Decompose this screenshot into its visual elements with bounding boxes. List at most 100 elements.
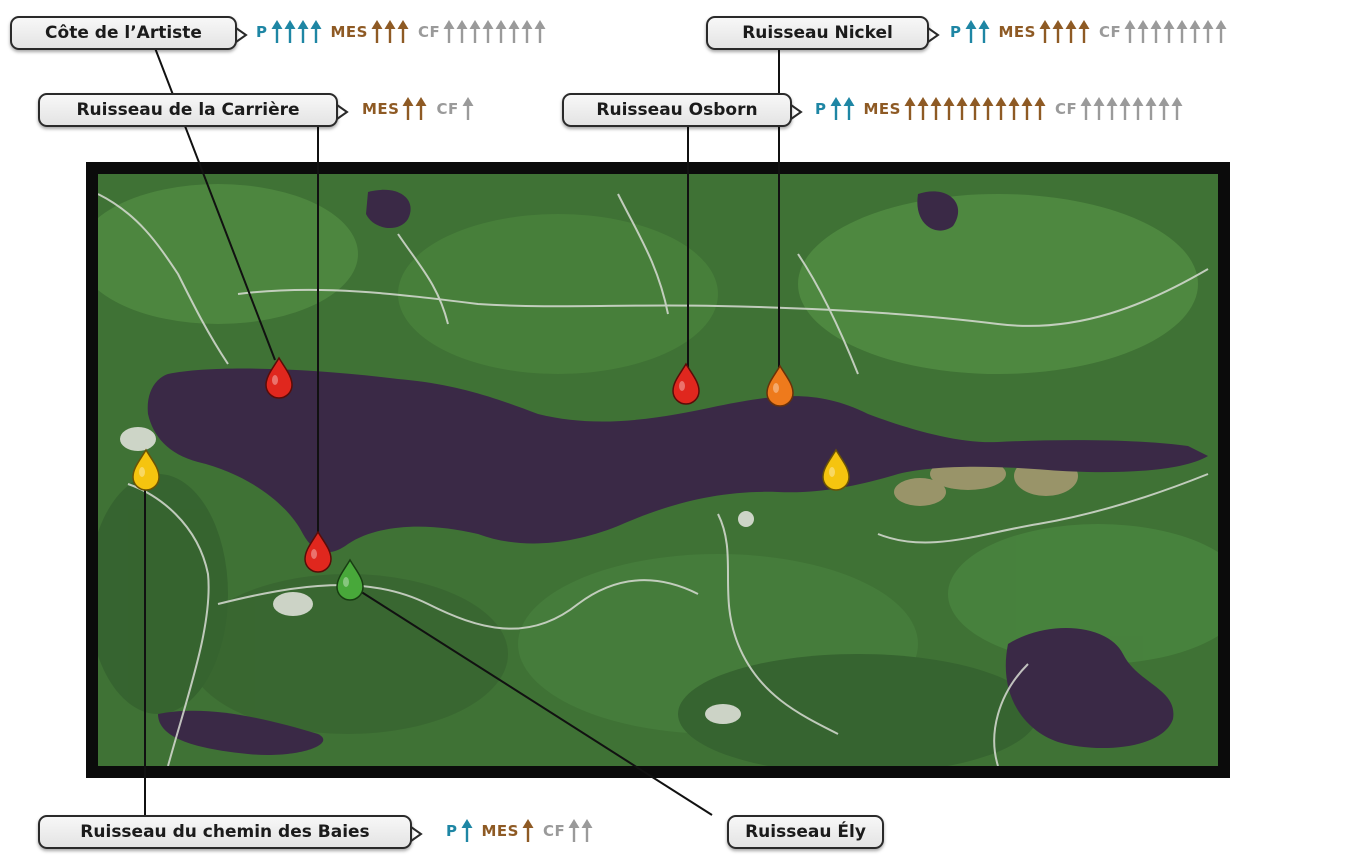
up-arrow-icon bbox=[956, 97, 968, 120]
up-arrow-icon bbox=[1021, 97, 1033, 120]
up-arrow-icon bbox=[1080, 97, 1092, 120]
up-arrow-icon bbox=[830, 97, 841, 120]
callout-tip-icon bbox=[336, 104, 349, 120]
up-arrow-icon bbox=[1215, 20, 1227, 43]
up-arrow-icon bbox=[1145, 97, 1157, 120]
indicator-code-mes: MES bbox=[362, 100, 400, 118]
up-arrow-icon bbox=[965, 20, 976, 43]
up-arrow-icon bbox=[284, 20, 295, 43]
indicator-arrows-mes bbox=[904, 97, 1047, 121]
indicator-arrows-cf bbox=[568, 819, 594, 843]
up-arrow-icon bbox=[843, 97, 854, 120]
up-arrow-icon bbox=[581, 819, 593, 842]
up-arrow-icon bbox=[415, 97, 427, 120]
indicator-arrows-cf bbox=[1124, 20, 1228, 44]
up-arrow-icon bbox=[1093, 97, 1105, 120]
main-lake bbox=[147, 368, 1208, 553]
indicator-arrows-p bbox=[461, 819, 474, 843]
up-arrow-icon bbox=[568, 819, 580, 842]
indicator-code-cf: CF bbox=[1098, 23, 1122, 41]
up-arrow-icon bbox=[508, 20, 520, 43]
up-arrow-icon bbox=[1202, 20, 1214, 43]
up-arrow-icon bbox=[1106, 97, 1118, 120]
up-arrow-icon bbox=[917, 97, 929, 120]
up-arrow-icon bbox=[297, 20, 308, 43]
callout-tip-icon bbox=[927, 27, 940, 43]
indicators-osborn: P MES CF bbox=[815, 94, 1184, 124]
up-arrow-icon bbox=[384, 20, 396, 43]
up-arrow-icon bbox=[1158, 97, 1170, 120]
label-osborn: Ruisseau Osborn bbox=[562, 93, 803, 127]
up-arrow-icon bbox=[969, 97, 981, 120]
indicator-arrows-cf bbox=[1080, 97, 1184, 121]
indicator-code-cf: CF bbox=[542, 822, 566, 840]
indicator-arrows-p bbox=[271, 20, 323, 44]
up-arrow-icon bbox=[371, 20, 383, 43]
up-arrow-icon bbox=[495, 20, 507, 43]
indicator-code-cf: CF bbox=[1054, 100, 1078, 118]
up-arrow-icon bbox=[1132, 97, 1144, 120]
up-arrow-icon bbox=[1150, 20, 1162, 43]
up-arrow-icon bbox=[930, 97, 942, 120]
indicator-code-p: P bbox=[256, 23, 268, 41]
label-cote-artiste-text: Côte de l’Artiste bbox=[45, 23, 202, 43]
indicator-arrows-cf bbox=[462, 97, 475, 121]
label-ely: Ruisseau Ély bbox=[727, 815, 884, 849]
up-arrow-icon bbox=[904, 97, 916, 120]
label-baies: Ruisseau du chemin des Baies bbox=[38, 815, 423, 849]
label-carriere-text: Ruisseau de la Carrière bbox=[76, 100, 300, 120]
indicators-carriere: MES CF bbox=[362, 94, 475, 124]
up-arrow-icon bbox=[1171, 97, 1183, 120]
indicator-code-mes: MES bbox=[330, 23, 368, 41]
up-arrow-icon bbox=[469, 20, 481, 43]
up-arrow-icon bbox=[522, 819, 534, 842]
indicators-cote-artiste: P MES CF bbox=[256, 17, 547, 47]
label-cote-artiste: Côte de l’Artiste bbox=[10, 16, 248, 50]
up-arrow-icon bbox=[462, 97, 474, 120]
up-arrow-icon bbox=[271, 20, 282, 43]
label-baies-text: Ruisseau du chemin des Baies bbox=[80, 822, 370, 842]
label-osborn-text: Ruisseau Osborn bbox=[596, 100, 758, 120]
up-arrow-icon bbox=[461, 819, 472, 842]
indicator-code-mes: MES bbox=[481, 822, 519, 840]
up-arrow-icon bbox=[1163, 20, 1175, 43]
indicators-baies: P MES CF bbox=[446, 816, 594, 846]
up-arrow-icon bbox=[1189, 20, 1201, 43]
indicator-arrows-mes bbox=[371, 20, 410, 44]
label-ely-text: Ruisseau Ély bbox=[745, 822, 866, 842]
indicator-arrows-p bbox=[965, 20, 991, 44]
up-arrow-icon bbox=[521, 20, 533, 43]
callout-tip-icon bbox=[410, 826, 423, 842]
up-arrow-icon bbox=[402, 97, 414, 120]
label-nickel-text: Ruisseau Nickel bbox=[742, 23, 893, 43]
up-arrow-icon bbox=[534, 20, 546, 43]
label-carriere: Ruisseau de la Carrière bbox=[38, 93, 349, 127]
up-arrow-icon bbox=[1078, 20, 1090, 43]
up-arrow-icon bbox=[1034, 97, 1046, 120]
up-arrow-icon bbox=[1176, 20, 1188, 43]
up-arrow-icon bbox=[397, 20, 409, 43]
up-arrow-icon bbox=[1052, 20, 1064, 43]
indicator-arrows-cf bbox=[443, 20, 547, 44]
up-arrow-icon bbox=[1124, 20, 1136, 43]
up-arrow-icon bbox=[1119, 97, 1131, 120]
label-nickel: Ruisseau Nickel bbox=[706, 16, 940, 50]
indicator-arrows-mes bbox=[1039, 20, 1091, 44]
satellite-map bbox=[98, 174, 1218, 766]
indicator-code-cf: CF bbox=[417, 23, 441, 41]
satellite-map-frame bbox=[86, 162, 1230, 778]
indicator-code-mes: MES bbox=[863, 100, 901, 118]
up-arrow-icon bbox=[978, 20, 989, 43]
indicator-arrows-mes bbox=[522, 819, 535, 843]
up-arrow-icon bbox=[482, 20, 494, 43]
indicator-code-p: P bbox=[446, 822, 458, 840]
indicator-arrows-p bbox=[830, 97, 856, 121]
up-arrow-icon bbox=[1039, 20, 1051, 43]
up-arrow-icon bbox=[310, 20, 321, 43]
indicator-code-p: P bbox=[815, 100, 827, 118]
up-arrow-icon bbox=[456, 20, 468, 43]
indicator-code-cf: CF bbox=[436, 100, 459, 118]
up-arrow-icon bbox=[982, 97, 994, 120]
indicator-code-mes: MES bbox=[998, 23, 1036, 41]
